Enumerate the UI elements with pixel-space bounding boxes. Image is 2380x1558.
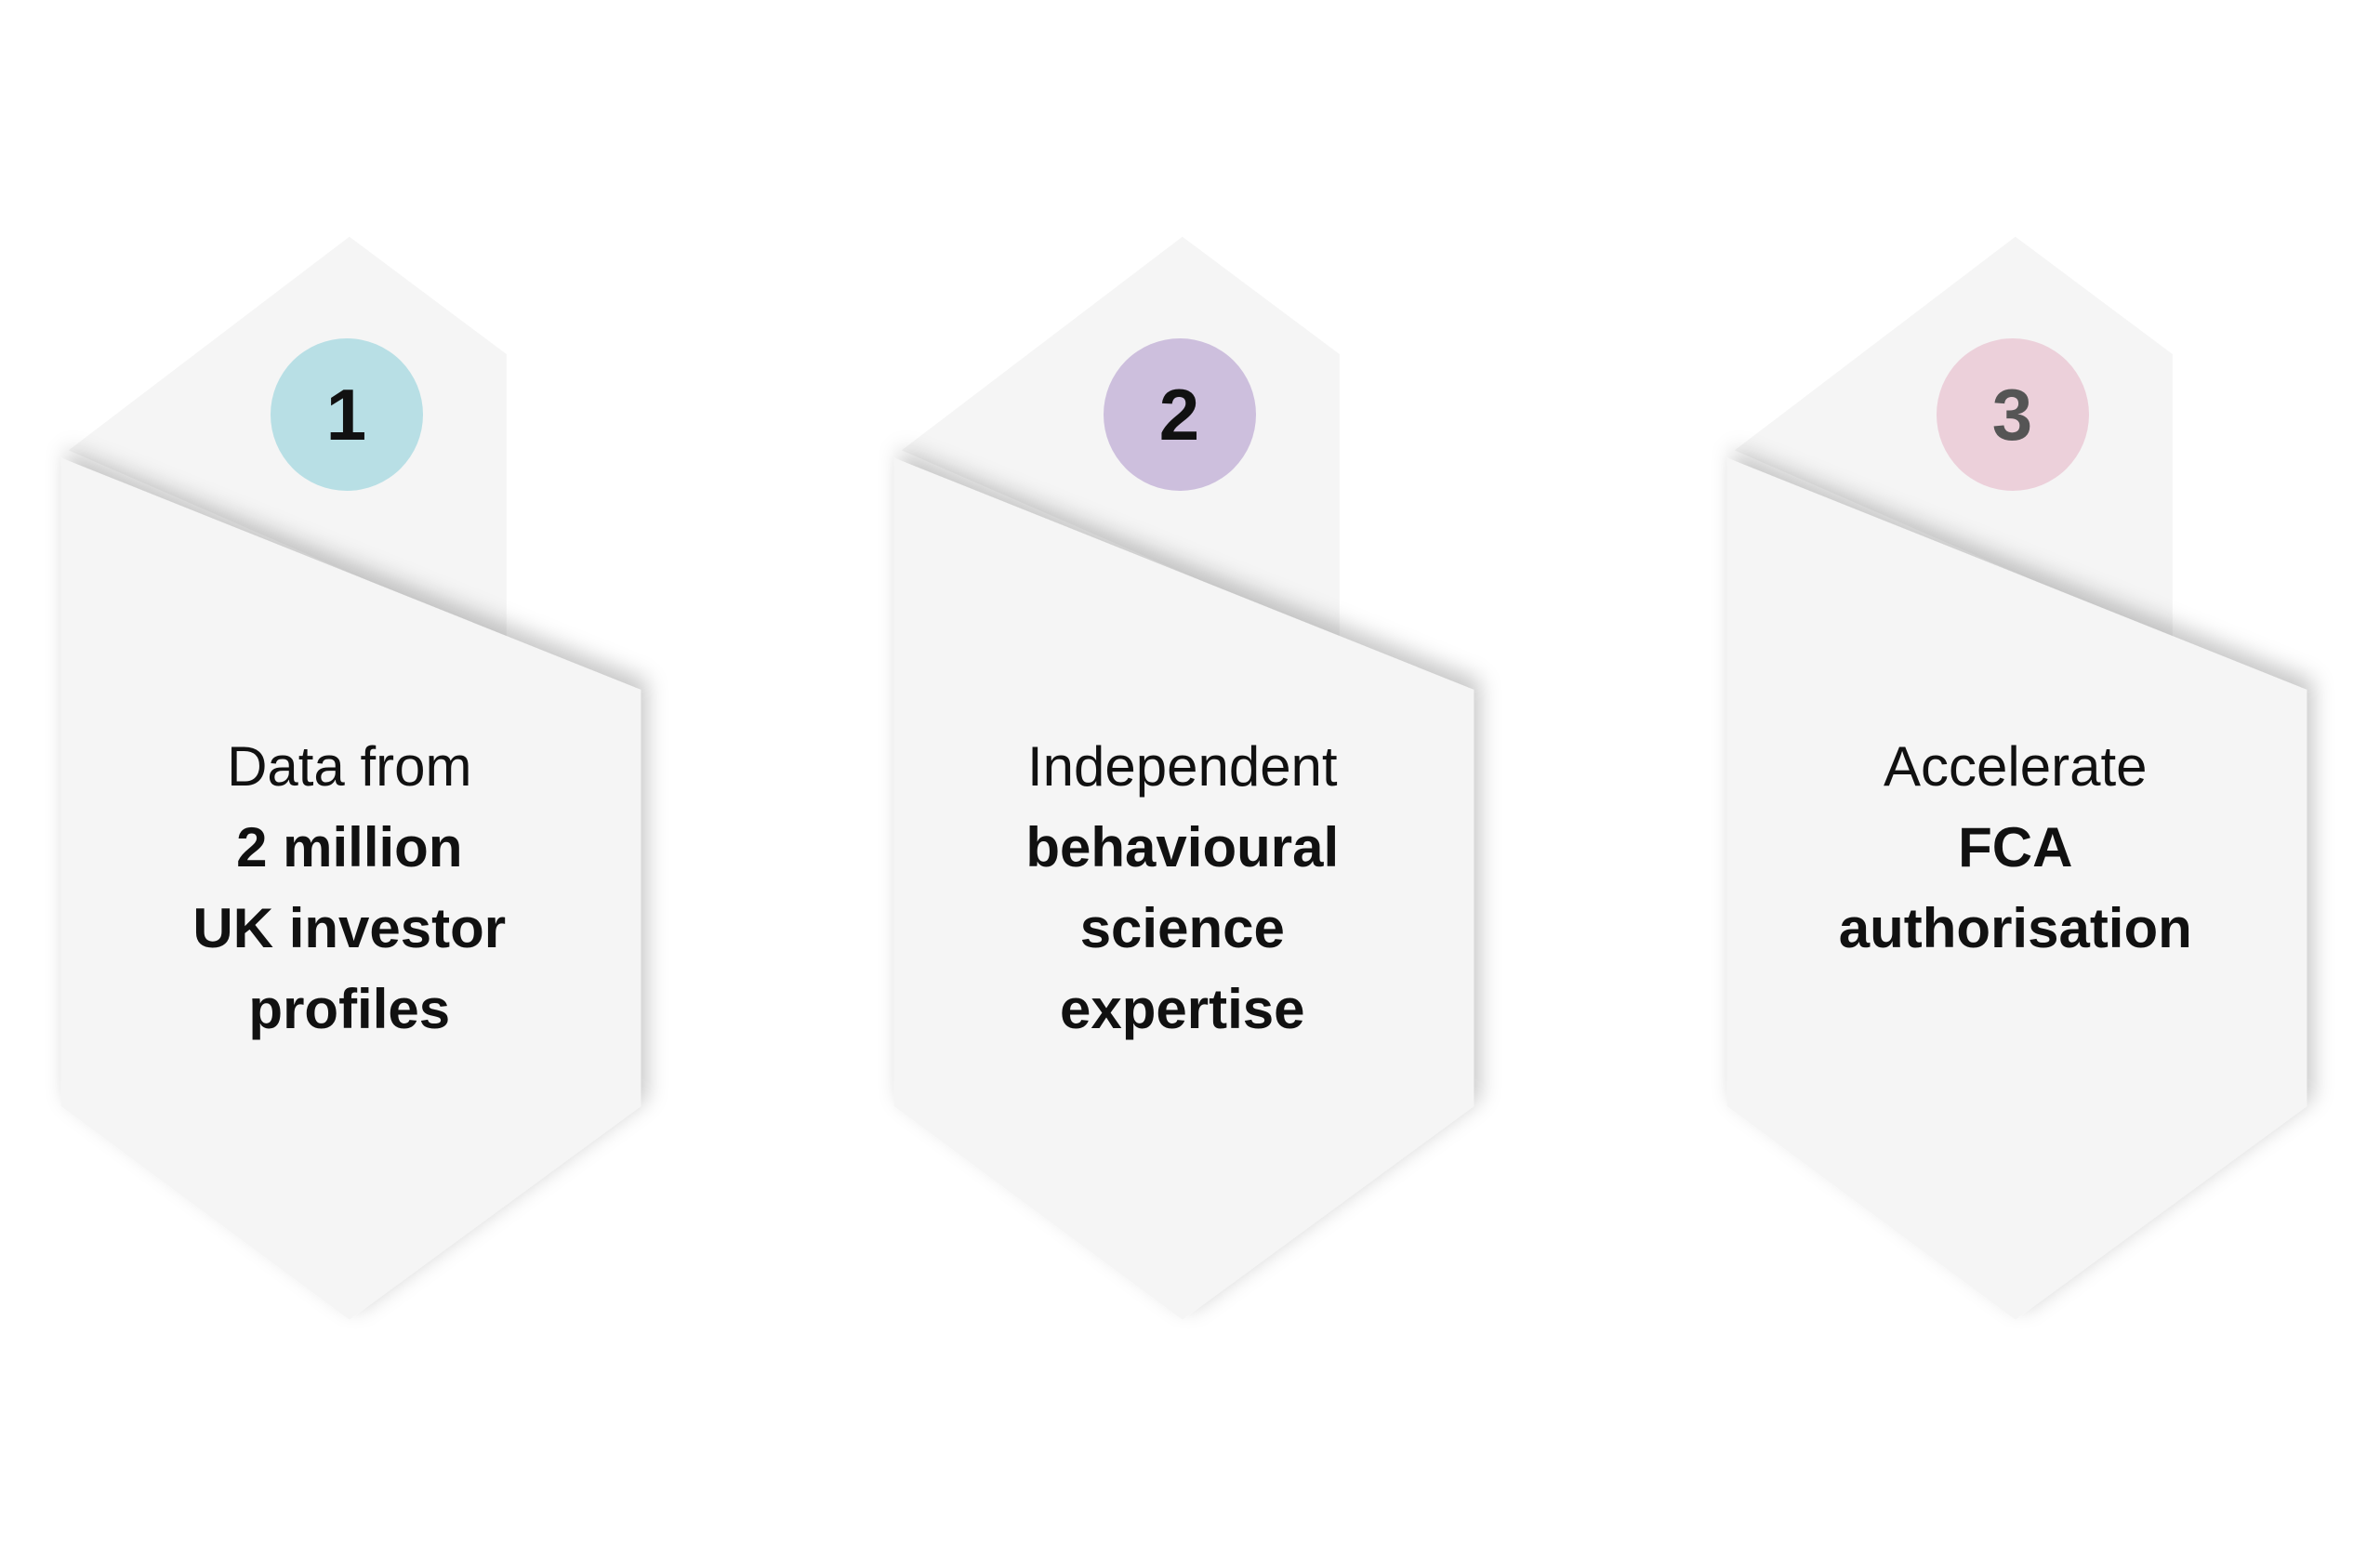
card-front-panel [60, 457, 641, 1320]
step-highlight-text: UK investor [192, 897, 507, 960]
step-intro-text: Data from [227, 735, 472, 799]
step-description: Independent behavioural science expertise [885, 726, 1480, 1050]
step-description: Data from 2 million UK investor profiles [52, 726, 647, 1050]
card-front-panel [893, 457, 1474, 1320]
step-number-badge: 2 [1103, 338, 1256, 492]
step-highlight-text: expertise [1060, 978, 1305, 1041]
step-highlight-text: science [1079, 897, 1285, 960]
step-number-badge: 3 [1936, 338, 2089, 492]
step-intro-text: Independent [1026, 735, 1338, 799]
step-highlight-text: authorisation [1838, 897, 2192, 960]
step-highlight-text: behavioural [1025, 816, 1340, 879]
step-intro-text: Accelerate [1884, 735, 2148, 799]
step-highlight-text: FCA [1958, 816, 2073, 879]
step-highlight-text: 2 million [236, 816, 463, 879]
step-number-badge: 1 [270, 338, 423, 492]
step-highlight-text: profiles [248, 978, 451, 1041]
card-front-panel [1726, 457, 2307, 1320]
